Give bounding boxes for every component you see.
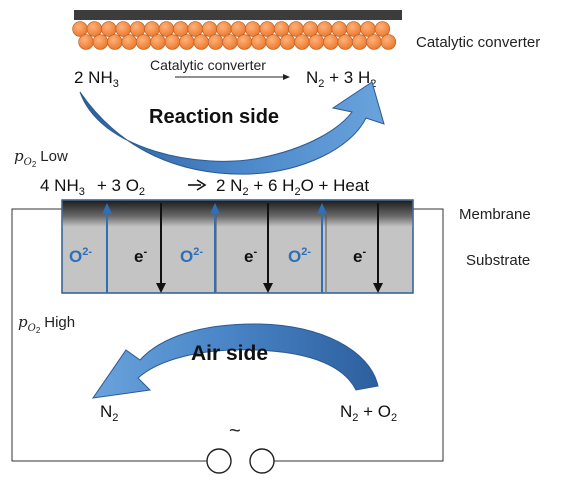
catalytic-converter-label: Catalytic converter bbox=[416, 34, 540, 51]
product-label: N2 + 3 H2 bbox=[306, 68, 376, 90]
overall-reaction-arrow-icon bbox=[188, 179, 207, 191]
catalyst-particle bbox=[259, 21, 275, 37]
catalyst-particles bbox=[72, 21, 397, 50]
catalyst-particle bbox=[201, 21, 218, 37]
catalyst-particle bbox=[251, 34, 267, 50]
catalyst-particle bbox=[337, 34, 353, 50]
oxide-ion-label-2: O2- bbox=[180, 246, 203, 266]
catalyst-particle bbox=[317, 21, 333, 37]
membrane-label: Membrane bbox=[459, 206, 531, 223]
catalyst-particle bbox=[323, 34, 339, 50]
catalyst-particle bbox=[360, 21, 376, 37]
electron-label-2: e- bbox=[244, 246, 257, 266]
catalyst-particle bbox=[265, 34, 281, 50]
oxide-ion-arrow-3 bbox=[317, 203, 327, 293]
catalyst-particle bbox=[158, 21, 175, 37]
catalyst-particle bbox=[78, 34, 94, 50]
external-circuit bbox=[11, 208, 444, 462]
catalyst-particle bbox=[331, 21, 347, 37]
oxide-ion-arrow-2 bbox=[210, 203, 220, 293]
catalyst-particle bbox=[236, 34, 253, 50]
catalyst-particle bbox=[179, 34, 195, 50]
air-side-label: Air side bbox=[191, 342, 268, 365]
ac-source-icon: ~ bbox=[206, 420, 275, 474]
catalyst-particle bbox=[115, 21, 131, 37]
ac-source-symbol: ~ bbox=[229, 420, 241, 442]
catalyst-particle bbox=[150, 34, 166, 50]
air-outlet-label: N2 + O2 bbox=[340, 402, 397, 424]
catalyst-particle bbox=[245, 21, 261, 37]
catalyst-particle bbox=[193, 34, 209, 50]
overall-reaction-products: 2 N2 + 6 H2O + Heat bbox=[216, 176, 369, 198]
catalyst-particle bbox=[92, 34, 109, 50]
catalyst-particle bbox=[129, 21, 146, 37]
catalyst-particle bbox=[366, 34, 382, 50]
catalyst-particle bbox=[374, 21, 391, 37]
catalyst-particle bbox=[273, 21, 290, 37]
membrane-substrate-block bbox=[61, 199, 414, 294]
catalyst-particle bbox=[173, 21, 189, 37]
oxide-ion-arrow-1 bbox=[102, 203, 112, 293]
reaction-side-curved-arrow bbox=[79, 81, 385, 175]
oxide-ion-label-1: O2- bbox=[69, 246, 92, 266]
reactant-label: 2 NH3 bbox=[74, 68, 119, 90]
reaction-arrow bbox=[175, 74, 290, 80]
reaction-side-label: Reaction side bbox=[149, 106, 279, 128]
catalyst-particle bbox=[207, 34, 224, 50]
catalyst-particle bbox=[135, 34, 152, 50]
catalytic-converter bbox=[72, 10, 402, 50]
reaction-arrow-label: Catalytic converter bbox=[150, 57, 266, 73]
electron-arrow-2 bbox=[263, 203, 273, 293]
catalyst-particle bbox=[86, 21, 103, 37]
catalyst-particle bbox=[302, 21, 319, 37]
catalyst-particle bbox=[121, 34, 137, 50]
catalyst-particle bbox=[288, 21, 304, 37]
electron-label-3: e- bbox=[353, 246, 366, 266]
oxide-ion-label-3: O2- bbox=[288, 246, 311, 266]
catalyst-particle bbox=[345, 21, 362, 37]
catalyst-plate bbox=[74, 10, 402, 20]
air-side-curved-arrow bbox=[91, 323, 379, 399]
catalyst-particle bbox=[72, 21, 88, 37]
catalyst-particle bbox=[279, 34, 296, 50]
substrate-label: Substrate bbox=[466, 252, 530, 269]
catalyst-particle bbox=[351, 34, 368, 50]
electron-arrow-1 bbox=[156, 203, 166, 293]
catalyst-particle bbox=[101, 21, 117, 37]
overall-reaction: 4 NH3+ 3 O2 bbox=[40, 176, 145, 198]
electron-label-1: e- bbox=[134, 246, 147, 266]
catalyst-particle bbox=[230, 21, 247, 37]
catalyst-particle bbox=[187, 21, 203, 37]
catalyst-particle bbox=[164, 34, 181, 50]
catalyst-particle bbox=[380, 34, 397, 50]
catalyst-particle bbox=[294, 34, 310, 50]
electron-arrow-3 bbox=[373, 203, 383, 293]
air-inlet-label: N2 bbox=[100, 402, 118, 424]
catalyst-particle bbox=[308, 34, 325, 50]
catalyst-particle bbox=[222, 34, 238, 50]
catalyst-particle bbox=[144, 21, 160, 37]
catalyst-particle bbox=[216, 21, 232, 37]
catalyst-particle bbox=[107, 34, 123, 50]
membrane-layer bbox=[62, 200, 413, 227]
